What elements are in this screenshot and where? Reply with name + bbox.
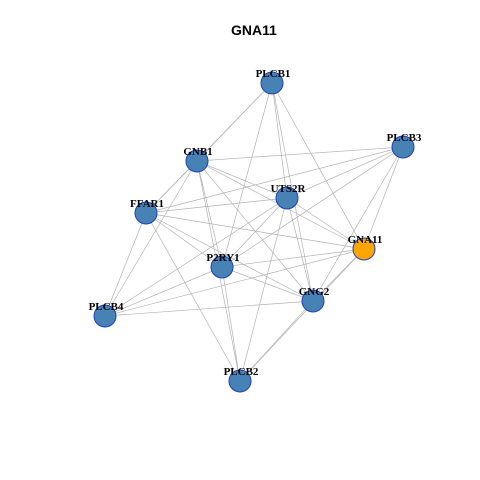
edge-plcb1-p2ry1 (221, 82, 273, 268)
node-p2ry1: P2RY1 (206, 252, 240, 279)
node-plcb2: PLCB2 (224, 366, 259, 393)
edge-plcb3-p2ry1 (221, 146, 404, 268)
edge-ffar1-plcb4 (104, 212, 147, 317)
edge-p2ry1-plcb4 (104, 266, 223, 317)
edge-uts2r-gng2 (286, 197, 314, 302)
node-label: UTS2R (271, 183, 307, 195)
node-circle (228, 369, 252, 393)
edge-plcb3-gnb1 (196, 146, 404, 162)
node-label: GNB1 (183, 146, 212, 158)
edge-gnb1-ffar1 (145, 160, 198, 214)
node-circle (301, 289, 325, 313)
node-circle (134, 201, 158, 225)
node-gna11: GNA11 (348, 234, 383, 261)
node-circle (93, 304, 117, 328)
node-label: GNA11 (348, 234, 383, 246)
edge-gnb1-p2ry1 (196, 160, 223, 268)
edge-plcb3-ffar1 (145, 146, 404, 214)
node-circle (260, 71, 284, 95)
node-label: GNG2 (299, 286, 330, 298)
edge-uts2r-ffar1 (145, 197, 288, 214)
node-circle (210, 255, 234, 279)
node-gng2: GNG2 (299, 286, 330, 313)
edge-uts2r-plcb4 (104, 197, 288, 317)
edge-ffar1-gna11 (145, 212, 365, 250)
edge-p2ry1-gna11 (221, 248, 365, 268)
edge-p2ry1-gng2 (221, 266, 314, 302)
edge-layer (104, 82, 404, 382)
node-label: PLCB3 (387, 132, 422, 144)
node-circle (352, 237, 376, 261)
node-circle (275, 186, 299, 210)
edge-plcb1-uts2r (271, 82, 288, 199)
node-plcb3: PLCB3 (387, 132, 422, 159)
node-plcb4: PLCB4 (89, 301, 124, 328)
node-label: P2RY1 (206, 252, 239, 264)
node-label: FFAR1 (130, 198, 164, 210)
edge-ffar1-p2ry1 (145, 212, 223, 268)
node-circle (391, 135, 415, 159)
edge-uts2r-plcb2 (239, 197, 288, 382)
edge-uts2r-p2ry1 (221, 197, 288, 268)
edge-ffar1-plcb2 (145, 212, 241, 382)
node-uts2r: UTS2R (271, 183, 307, 210)
edge-gna11-plcb4 (104, 248, 365, 317)
node-circle (185, 149, 209, 173)
edge-uts2r-gna11 (286, 197, 365, 250)
edge-gng2-plcb4 (104, 300, 314, 317)
edge-gnb1-plcb4 (104, 160, 198, 317)
edge-plcb3-gng2 (312, 146, 404, 302)
edge-plcb1-gna11 (271, 82, 365, 250)
edge-plcb3-uts2r (286, 146, 404, 199)
node-label: PLCB2 (224, 366, 259, 378)
node-plcb1: PLCB1 (256, 68, 291, 95)
edge-gna11-plcb2 (239, 248, 365, 382)
node-label: PLCB4 (89, 301, 124, 313)
edge-p2ry1-plcb2 (221, 266, 241, 382)
edge-gnb1-uts2r (196, 160, 288, 199)
node-gnb1: GNB1 (183, 146, 213, 173)
diagram-title: GNA11 (231, 22, 277, 38)
edge-ffar1-gng2 (145, 212, 314, 302)
node-ffar1: FFAR1 (130, 198, 164, 225)
edge-plcb3-gna11 (363, 146, 404, 250)
node-label: PLCB1 (256, 68, 291, 80)
